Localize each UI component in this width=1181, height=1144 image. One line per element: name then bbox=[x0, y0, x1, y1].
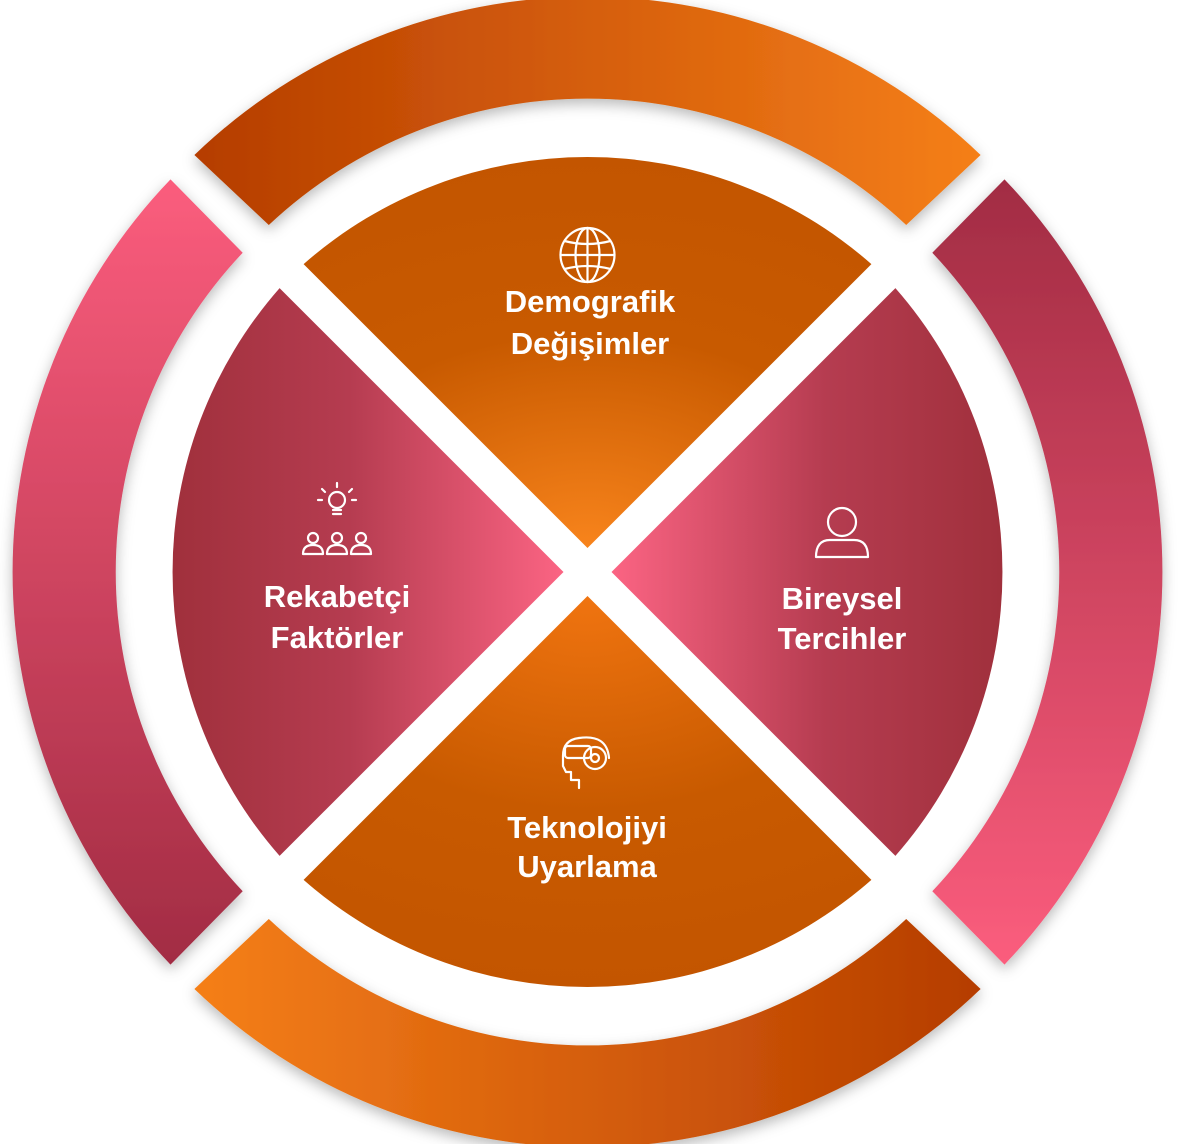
team-lightbulb-icon bbox=[301, 481, 373, 556]
vr-headset-icon bbox=[561, 736, 611, 790]
person-icon bbox=[814, 506, 870, 559]
quadrant-bottom-label-line1: Teknolojiyi bbox=[507, 810, 667, 845]
quadrant-right-label-line2: Tercihler bbox=[778, 621, 907, 656]
wedge-top bbox=[303, 157, 872, 548]
quadrant-right-label-line1: Bireysel bbox=[782, 581, 903, 616]
wedge-bottom bbox=[303, 596, 872, 987]
outer-ring-left-segment bbox=[12, 179, 243, 965]
wedge-right bbox=[611, 288, 1003, 856]
quadrant-top-label-line1: Demografik bbox=[505, 284, 676, 319]
wedge-left bbox=[172, 288, 564, 856]
quadrant-bottom-label-line2: Uyarlama bbox=[517, 849, 657, 884]
quadrant-left-label-line2: Faktörler bbox=[271, 620, 404, 655]
outer-ring-right-segment bbox=[932, 179, 1163, 965]
globe-icon bbox=[559, 226, 616, 284]
quadrant-top-label-line2: Değişimler bbox=[511, 326, 670, 361]
outer-ring-top-segment bbox=[194, 0, 981, 225]
outer-ring-bottom-segment bbox=[194, 919, 981, 1144]
quadrant-left-label-line1: Rekabetçi bbox=[264, 579, 410, 614]
